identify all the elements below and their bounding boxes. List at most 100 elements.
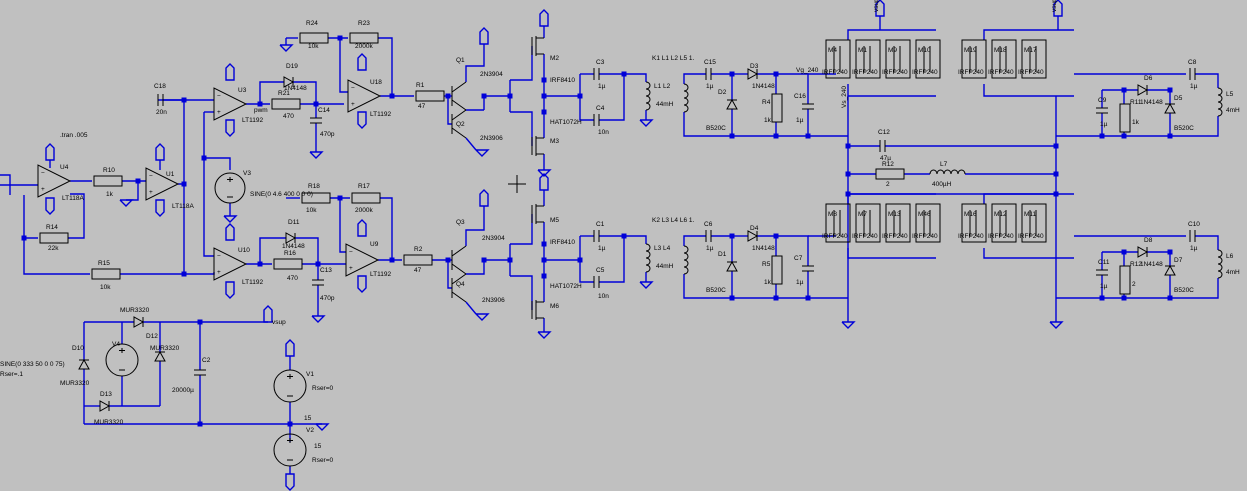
mosfet-M7	[855, 203, 881, 243]
resistor	[771, 255, 783, 285]
net-label: 15	[304, 415, 312, 422]
res-ref: R23	[358, 20, 370, 27]
opamp-model: LT1192	[242, 279, 263, 286]
wire	[447, 260, 452, 289]
res-ref: R10	[103, 167, 115, 174]
opamp-plus: +	[217, 109, 221, 116]
diode-ref: D5	[1174, 95, 1183, 102]
wire	[465, 44, 485, 82]
diode-ref: D12	[146, 333, 158, 340]
opamp-plus: +	[217, 269, 221, 276]
diode-D19	[283, 76, 295, 88]
wire	[624, 235, 647, 244]
inductor	[1217, 256, 1223, 265]
junction	[1099, 295, 1105, 301]
mosfet-ref: M2	[550, 55, 559, 62]
mosfet-ref: M5	[550, 217, 559, 224]
cap-ref: C12	[878, 129, 890, 136]
cap-value: 1µ	[1100, 121, 1108, 128]
wire	[68, 193, 85, 239]
diode-zener	[726, 98, 738, 110]
res-ref: R18	[308, 183, 320, 190]
junction	[729, 133, 735, 139]
res-ref: R15	[98, 260, 110, 267]
coupling-directive: K2 L3 L4 L6 1.	[652, 217, 694, 224]
net-flag	[875, 0, 885, 17]
resistor-R17	[351, 192, 381, 204]
components: −+−+−+−+−+−+	[37, 0, 1223, 491]
inductor	[1217, 270, 1223, 279]
net-flag	[285, 473, 295, 491]
resistor-R1	[415, 90, 445, 102]
res-value: 2	[1132, 281, 1136, 288]
opamp-model: LT1192	[370, 111, 391, 118]
mosfet-ref: M16	[964, 211, 977, 218]
res-value: 10k	[308, 43, 319, 50]
source-note: SINE(0 333 50 0 0 75)	[0, 361, 65, 368]
mosfet-ref: M11	[1024, 211, 1037, 218]
ground-symbol	[475, 313, 490, 321]
mosfet-ref: M19	[964, 47, 977, 54]
ind-ref: L7	[940, 161, 948, 168]
wire	[776, 235, 809, 266]
wire	[510, 111, 533, 146]
mosfet-model: IRFP240	[958, 233, 984, 240]
inductor-L1	[645, 81, 651, 90]
mosfet-ref: M7	[858, 211, 867, 218]
ind-value: 44mH	[656, 263, 674, 270]
cap-value: 1µ	[1190, 83, 1198, 90]
opamp-minus: −	[149, 173, 153, 180]
res-value: 1k	[764, 279, 772, 286]
inductor-secondary	[683, 97, 689, 106]
net-flag	[45, 197, 55, 215]
ind-ref: L6	[1226, 253, 1234, 260]
opamp-plus: +	[41, 186, 45, 193]
ground-symbol	[311, 315, 326, 323]
emitter	[451, 127, 467, 139]
junction	[541, 109, 547, 115]
mosfet-ref: M13	[888, 211, 901, 218]
diode-ref: D1	[718, 251, 727, 258]
wire	[683, 235, 706, 246]
wire	[1056, 278, 1219, 299]
cap-value: 1µ	[706, 245, 714, 252]
cap-value: 1µ	[796, 117, 804, 124]
ind-ref: L5	[1226, 91, 1234, 98]
wire	[466, 260, 485, 275]
opamp-U10	[213, 247, 248, 281]
net-flag	[225, 63, 235, 81]
net-flag	[225, 281, 235, 299]
diode-model: B520C	[1174, 287, 1194, 294]
net-flag-label: vsup	[1051, 0, 1058, 12]
mosfet-ref: M10	[918, 47, 931, 54]
wire	[339, 38, 348, 93]
resistor-R18	[301, 192, 331, 204]
resistor-R21	[271, 98, 301, 110]
ground-symbol	[537, 331, 552, 339]
inductor-L7	[950, 169, 959, 175]
ground-symbol	[309, 151, 324, 159]
bjt-model: 2N3904	[482, 235, 505, 242]
net-flag	[539, 9, 549, 27]
inductor-secondary	[683, 259, 689, 268]
opamp-plus: +	[149, 189, 153, 196]
net-flag-label: vsup	[873, 0, 880, 12]
source-note: Rser=0	[312, 385, 334, 392]
wire	[510, 46, 533, 81]
bjt-ref: Q1	[456, 57, 465, 64]
inductor-L7	[943, 169, 952, 175]
diode-zener	[726, 260, 738, 272]
net-flag	[225, 119, 235, 137]
wire	[465, 301, 477, 315]
junction	[729, 295, 735, 301]
inductor-L3	[645, 264, 651, 273]
opamp-U4	[37, 164, 72, 198]
wire	[510, 275, 533, 310]
inductor-L7	[936, 169, 945, 175]
mosfet-M8	[825, 203, 851, 243]
cap-value: 10n	[598, 293, 609, 300]
inductor-L7	[929, 169, 938, 175]
cap-ref: C15	[704, 59, 716, 66]
wire	[983, 29, 1074, 40]
mosfet-ref: M1	[858, 47, 867, 54]
